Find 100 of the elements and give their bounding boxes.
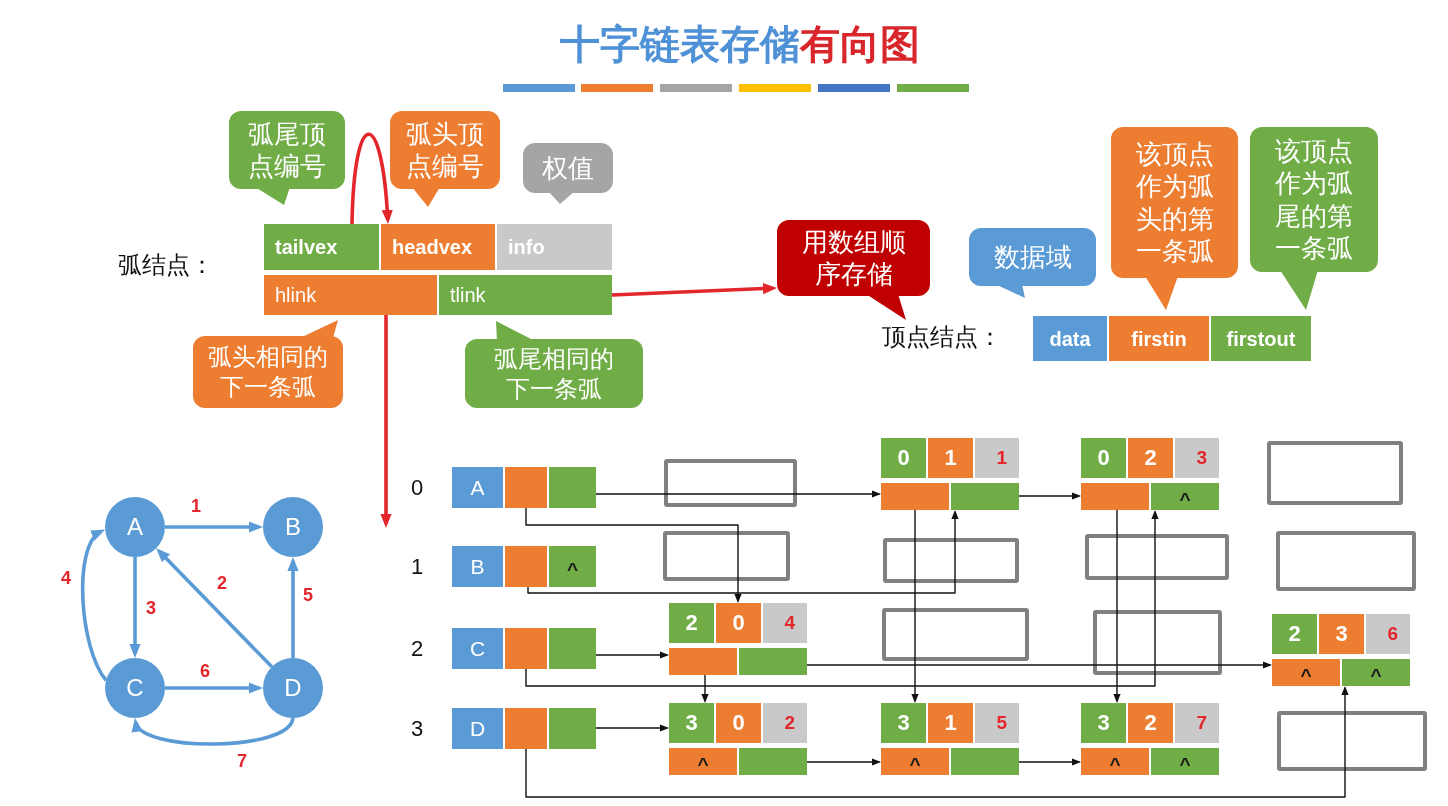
arrow — [911, 509, 919, 703]
arrow — [1113, 509, 1121, 703]
callout-bubble — [390, 111, 500, 207]
vertex-circle: A — [105, 497, 165, 557]
arrow — [1018, 758, 1081, 766]
edge-label: 3 — [146, 599, 156, 617]
title: 十字链表存储有向图 — [560, 21, 920, 68]
record-field: 2 — [1272, 614, 1317, 654]
record-field — [739, 648, 807, 675]
record-field: 7 — [1175, 703, 1219, 743]
record-field: C — [452, 628, 503, 669]
vertex-circle: C — [105, 658, 165, 718]
arrow — [595, 724, 669, 732]
record-field: ^ — [881, 748, 949, 775]
record-field: tlink — [439, 275, 612, 315]
arrow — [595, 651, 669, 659]
callout-text: 用数组顺序存储 — [800, 225, 907, 291]
record-field: 2 — [669, 603, 714, 643]
record-field: 1 — [975, 438, 1019, 478]
record-field — [505, 628, 547, 669]
arrow — [701, 674, 709, 703]
record-field: 2 — [1128, 438, 1173, 478]
callout-bubble — [969, 228, 1096, 298]
arrow — [287, 557, 299, 658]
arrow — [80, 528, 108, 682]
arrow — [133, 717, 295, 746]
record-field — [951, 748, 1019, 775]
callout-text: 数据域 — [992, 240, 1073, 274]
callout-text: 弧尾顶点编号 — [247, 117, 327, 183]
row-index: 0 — [411, 475, 424, 501]
record-field: ^ — [1272, 659, 1340, 686]
record-field — [549, 708, 596, 749]
arrow — [165, 682, 263, 694]
row-index: 1 — [411, 554, 424, 580]
callout-bubble — [1111, 127, 1238, 310]
arrow — [611, 283, 777, 297]
edge-label: 4 — [61, 569, 71, 587]
record-field: ^ — [549, 546, 596, 587]
arrow — [350, 133, 393, 225]
callout-bubble — [523, 143, 613, 204]
record-field: 5 — [975, 703, 1019, 743]
arrow — [525, 510, 1159, 687]
record-field: 1 — [928, 438, 973, 478]
arrow — [527, 510, 959, 594]
record-field — [505, 708, 547, 749]
record-field: 3 — [881, 703, 926, 743]
arrow — [806, 661, 1272, 669]
row-index: 2 — [411, 636, 424, 662]
callout-text: 弧头相同的下一条弧 — [207, 342, 329, 402]
record-caption: 顶点结点： — [882, 323, 1002, 351]
record-field: D — [452, 708, 503, 749]
arrow — [165, 521, 263, 533]
record-field: 0 — [716, 703, 761, 743]
record-field — [1081, 483, 1149, 510]
record-field: 2 — [763, 703, 807, 743]
record-caption: 弧结点： — [118, 251, 214, 279]
record-field: ^ — [1342, 659, 1410, 686]
arrow — [129, 557, 141, 658]
record-field: ^ — [1151, 483, 1219, 510]
callout-bubble — [193, 320, 343, 408]
record-field — [549, 467, 596, 508]
record-field: ^ — [1151, 748, 1219, 775]
record-field: 3 — [1081, 703, 1126, 743]
record-field: data — [1033, 316, 1107, 361]
row-index: 3 — [411, 716, 424, 742]
record-field — [881, 483, 949, 510]
vertex-circle: B — [263, 497, 323, 557]
record-field — [505, 467, 547, 508]
edge-label: 7 — [237, 752, 247, 770]
edge-label: 2 — [217, 574, 227, 592]
record-field — [669, 648, 737, 675]
arrow — [380, 315, 392, 528]
record-field: tailvex — [264, 224, 379, 270]
arrow — [525, 686, 1349, 798]
arrow — [595, 490, 881, 498]
callout-text: 权值 — [541, 151, 595, 185]
record-field: 3 — [1175, 438, 1219, 478]
callout-text: 该顶点作为弧尾的第一条弧 — [1274, 134, 1354, 265]
callout-text: 该顶点作为弧头的第一条弧 — [1134, 137, 1215, 268]
record-field: hlink — [264, 275, 437, 315]
edge-label: 5 — [303, 586, 313, 604]
record-field: 3 — [1319, 614, 1364, 654]
record-field: 0 — [1081, 438, 1126, 478]
arrow — [806, 758, 881, 766]
record-field: ^ — [669, 748, 737, 775]
record-field: 3 — [669, 703, 714, 743]
record-field: firstout — [1211, 316, 1311, 361]
record-field: firstin — [1109, 316, 1209, 361]
record-field: 4 — [763, 603, 807, 643]
record-field: headvex — [381, 224, 495, 270]
callout-text: 弧头顶点编号 — [405, 117, 485, 183]
record-field: 1 — [928, 703, 973, 743]
edge-label: 6 — [200, 662, 210, 680]
edge-label: 1 — [191, 497, 201, 515]
record-field — [951, 483, 1019, 510]
record-field: 0 — [881, 438, 926, 478]
arrow — [156, 548, 274, 669]
record-field — [505, 546, 547, 587]
arrow — [1018, 492, 1081, 500]
record-field — [549, 628, 596, 669]
